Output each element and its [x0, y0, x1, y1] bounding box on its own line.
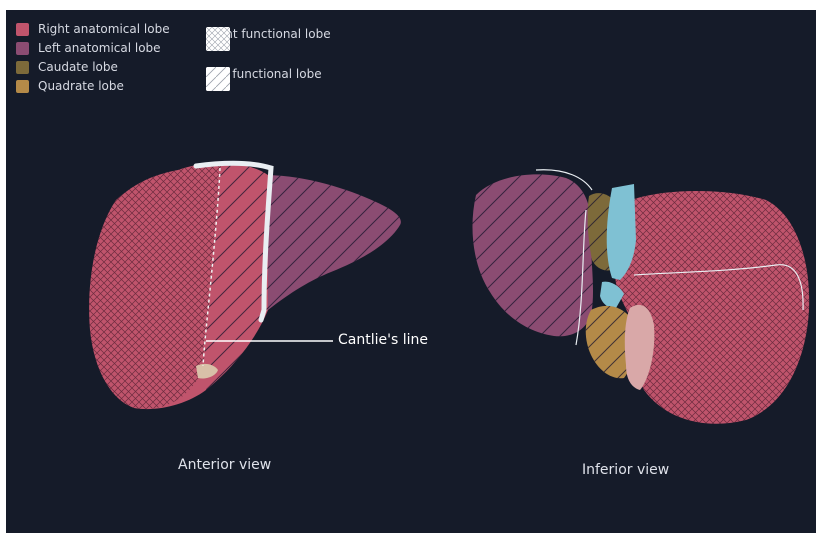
legend-item-left-functional-lobe: Left functional lobe: [206, 67, 322, 81]
cantlies-line-label: Cantlie's line: [338, 332, 428, 348]
legend-label: Left anatomical lobe: [38, 41, 161, 55]
legend-item-right-anatomical-lobe: Right anatomical lobe: [16, 22, 170, 36]
right-anatomical-lobe-swatch: [16, 23, 29, 36]
diagonal-swatch: [206, 67, 230, 91]
illustration-panel: Right anatomical lobe Left anatomical lo…: [6, 10, 816, 533]
crosshatch-swatch: [206, 27, 230, 51]
legend-item-quadrate-lobe: Quadrate lobe: [16, 79, 124, 93]
anterior-liver: [89, 163, 401, 409]
legend-label: Right anatomical lobe: [38, 22, 170, 36]
legend-label: Caudate lobe: [38, 60, 118, 74]
inferior-left-functional-hatch: [472, 174, 593, 336]
inferior-liver: [472, 170, 809, 424]
anterior-left-functional-lobe: [203, 165, 401, 390]
legend-item-right-functional-lobe: Right functional lobe: [206, 27, 331, 41]
liver-illustration: [6, 10, 816, 533]
inferior-view-caption: Inferior view: [582, 462, 669, 478]
legend-item-caudate-lobe: Caudate lobe: [16, 60, 118, 74]
left-anatomical-lobe-swatch: [16, 42, 29, 55]
caudate-lobe-swatch: [16, 61, 29, 74]
legend-label: Quadrate lobe: [38, 79, 124, 93]
legend-item-left-anatomical-lobe: Left anatomical lobe: [16, 41, 161, 55]
quadrate-lobe-swatch: [16, 80, 29, 93]
anterior-view-caption: Anterior view: [178, 457, 271, 473]
